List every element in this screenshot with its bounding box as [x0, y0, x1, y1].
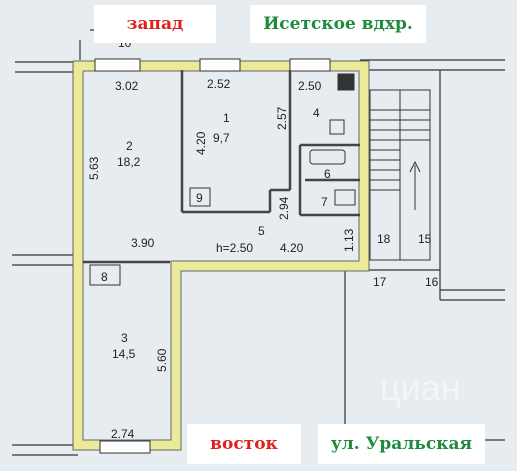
dim-room3-height: 5.60	[155, 348, 169, 372]
dim-room1-height: 4.20	[194, 131, 208, 155]
neighbor-18: 18	[377, 232, 391, 246]
dim-room4-height: 2.57	[275, 106, 289, 130]
dim-bottom-width: 2.74	[111, 427, 135, 441]
neighbor-numbers: 10 15 16 17 18	[118, 36, 439, 289]
dimension-labels: 3.02 2.52 2.50 5.63 4.20 2.57 2.94 3.90 …	[87, 77, 356, 441]
room-1-area: 9,7	[213, 131, 230, 145]
dim-room2-height: 5.63	[87, 156, 101, 180]
fixtures	[89, 73, 356, 286]
room-2-number: 2	[126, 139, 133, 153]
room-3-area: 14,5	[112, 347, 136, 361]
dim-hall-h: h=2.50	[216, 241, 253, 255]
internal-walls	[83, 70, 360, 264]
dim-top-right: 2.50	[298, 79, 322, 93]
label-west: запад	[94, 5, 216, 43]
wall-outline	[72, 60, 370, 451]
dim-corridor-width: 3.90	[131, 236, 155, 250]
room-9-number: 9	[196, 191, 203, 205]
neighbor-16: 16	[425, 275, 439, 289]
room-4-number: 4	[313, 106, 320, 120]
dim-hall-height: 2.94	[277, 196, 291, 220]
watermark: циан	[380, 367, 461, 408]
apartment-walls	[73, 61, 369, 450]
dim-top-mid: 2.52	[207, 77, 231, 91]
stairwell	[369, 89, 431, 261]
label-east: восток	[187, 424, 301, 464]
room-6-number: 6	[324, 167, 331, 181]
dim-top-left: 3.02	[115, 79, 139, 93]
room-7-number: 7	[321, 195, 328, 209]
dim-side-depth: 1.13	[342, 228, 356, 252]
label-reservoir: Исетское вдхр.	[250, 5, 426, 43]
room-2-area: 18,2	[117, 155, 141, 169]
neighbor-17: 17	[373, 275, 387, 289]
dim-hall-width: 4.20	[280, 241, 304, 255]
room-labels: 1 9,7 2 18,2 3 14,5 4 5 6 7 8 9	[101, 106, 331, 361]
room-8-number: 8	[101, 270, 108, 284]
label-street: ул. Уральская	[318, 424, 485, 464]
room-5-number: 5	[258, 224, 265, 238]
neighbor-15: 15	[418, 232, 432, 246]
room-3-number: 3	[121, 331, 128, 345]
room-1-number: 1	[223, 111, 230, 125]
windows	[94, 58, 331, 454]
